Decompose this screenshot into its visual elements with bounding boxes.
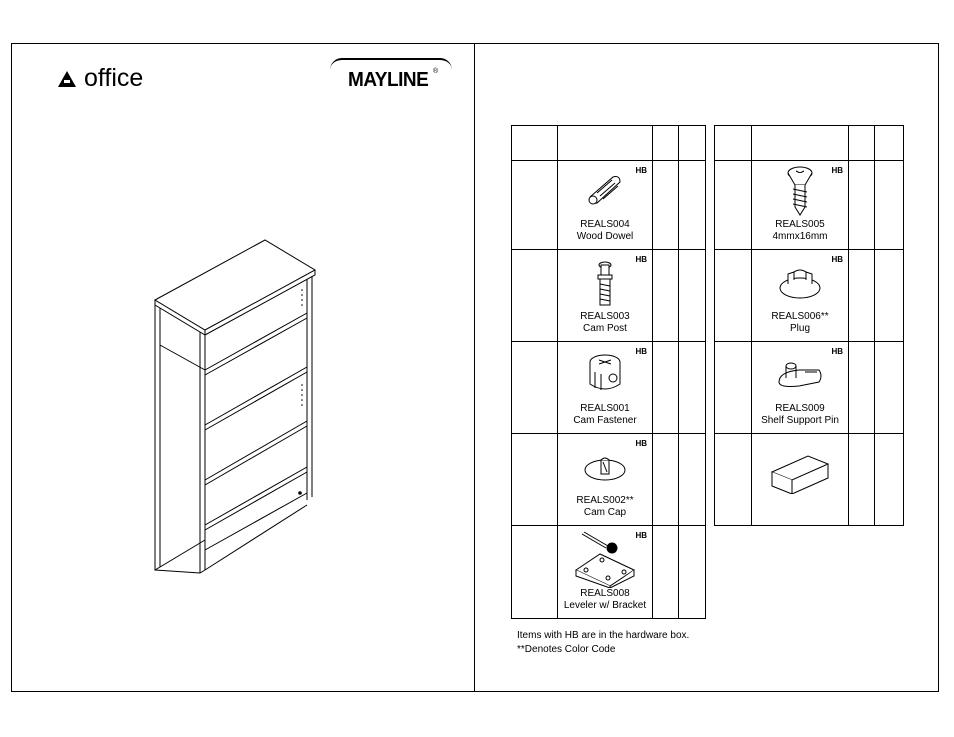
hb-badge: HB: [831, 166, 843, 175]
hb-badge: HB: [635, 255, 647, 264]
part-code: REALS009: [775, 403, 825, 414]
shelf-pin-icon: [778, 362, 822, 387]
mayline-arc: [330, 58, 452, 70]
mayline-logo: MAYLINE ®: [330, 58, 454, 94]
part-name: Cam Fastener: [573, 415, 637, 426]
triangle-logo-icon: [58, 70, 76, 87]
part-cell-reals006: HB REALS006**Plug: [751, 249, 849, 342]
part-code: REALS006**: [771, 311, 829, 322]
part-name: Cam Post: [583, 323, 627, 334]
wood-dowel-icon: [588, 176, 621, 205]
page-frame: [11, 43, 939, 692]
part-cell-reals002: HB REALS002**Cam Cap: [557, 433, 653, 526]
note-hb: Items with HB are in the hardware box.: [517, 630, 690, 641]
registered-mark: ®: [433, 68, 439, 75]
part-cell-box: [751, 433, 849, 526]
office-logo: office: [58, 64, 143, 93]
cam-fastener-icon: [589, 354, 621, 390]
part-name: Plug: [789, 323, 810, 334]
part-name: Shelf Support Pin: [761, 415, 839, 426]
leveler-bracket-icon: [574, 531, 636, 588]
part-code: REALS001: [580, 403, 630, 414]
page-divider: [474, 43, 475, 692]
part-name: 4mmx16mm: [772, 231, 828, 242]
part-name: Wood Dowel: [576, 231, 634, 242]
cam-post-icon: [597, 261, 613, 306]
part-code: REALS002**: [576, 495, 634, 506]
bookcase-illustration: [153, 239, 317, 574]
mayline-logo-text: MAYLINE: [348, 69, 429, 92]
screw-icon: [787, 166, 813, 216]
part-code: REALS003: [580, 311, 630, 322]
hb-badge: HB: [831, 347, 843, 356]
note-color-code: **Denotes Color Code: [517, 644, 616, 655]
part-code: REALS004: [580, 219, 630, 230]
part-code: REALS008: [580, 588, 630, 599]
part-name: Leveler w/ Bracket: [563, 600, 647, 611]
box-icon: [770, 455, 830, 494]
part-code: REALS005: [775, 219, 825, 230]
part-name: Cam Cap: [583, 507, 627, 518]
hb-badge: HB: [635, 166, 647, 175]
hb-badge: HB: [831, 255, 843, 264]
hb-badge: HB: [635, 347, 647, 356]
plug-icon: [779, 269, 821, 299]
hb-badge: HB: [635, 531, 647, 540]
cam-cap-icon: [584, 457, 626, 481]
office-logo-text: office: [84, 64, 144, 92]
hardware-notes: Items with HB are in the hardware box. *…: [517, 629, 689, 657]
hb-badge: HB: [635, 439, 647, 448]
